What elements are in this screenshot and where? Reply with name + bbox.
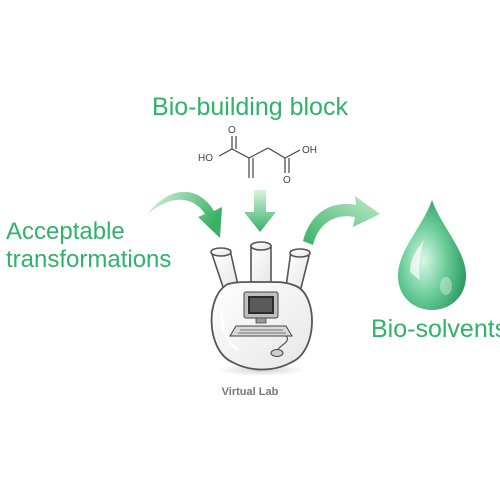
computer-icon [229,291,293,357]
left-label-line1: Acceptable [6,218,125,245]
molecule-oh-label: OH [302,145,317,156]
right-curved-arrow [303,196,380,245]
left-curved-arrow [148,191,222,238]
molecule-ho-label: HO [198,153,213,164]
droplet-icon [398,200,466,310]
down-arrow [244,190,276,232]
left-label-line2: transformations [6,245,172,273]
molecule-o-label: O [283,175,291,186]
acceptable-transformations-label: Acceptable transformations [6,218,171,273]
bio-building-block-title: Bio-building block [152,93,348,121]
molecule-o-label: O [228,125,236,136]
bio-solvents-label: Bio-solvents [371,315,500,343]
virtual-lab-caption: Virtual Lab [221,386,279,398]
molecule-structure [218,136,301,178]
